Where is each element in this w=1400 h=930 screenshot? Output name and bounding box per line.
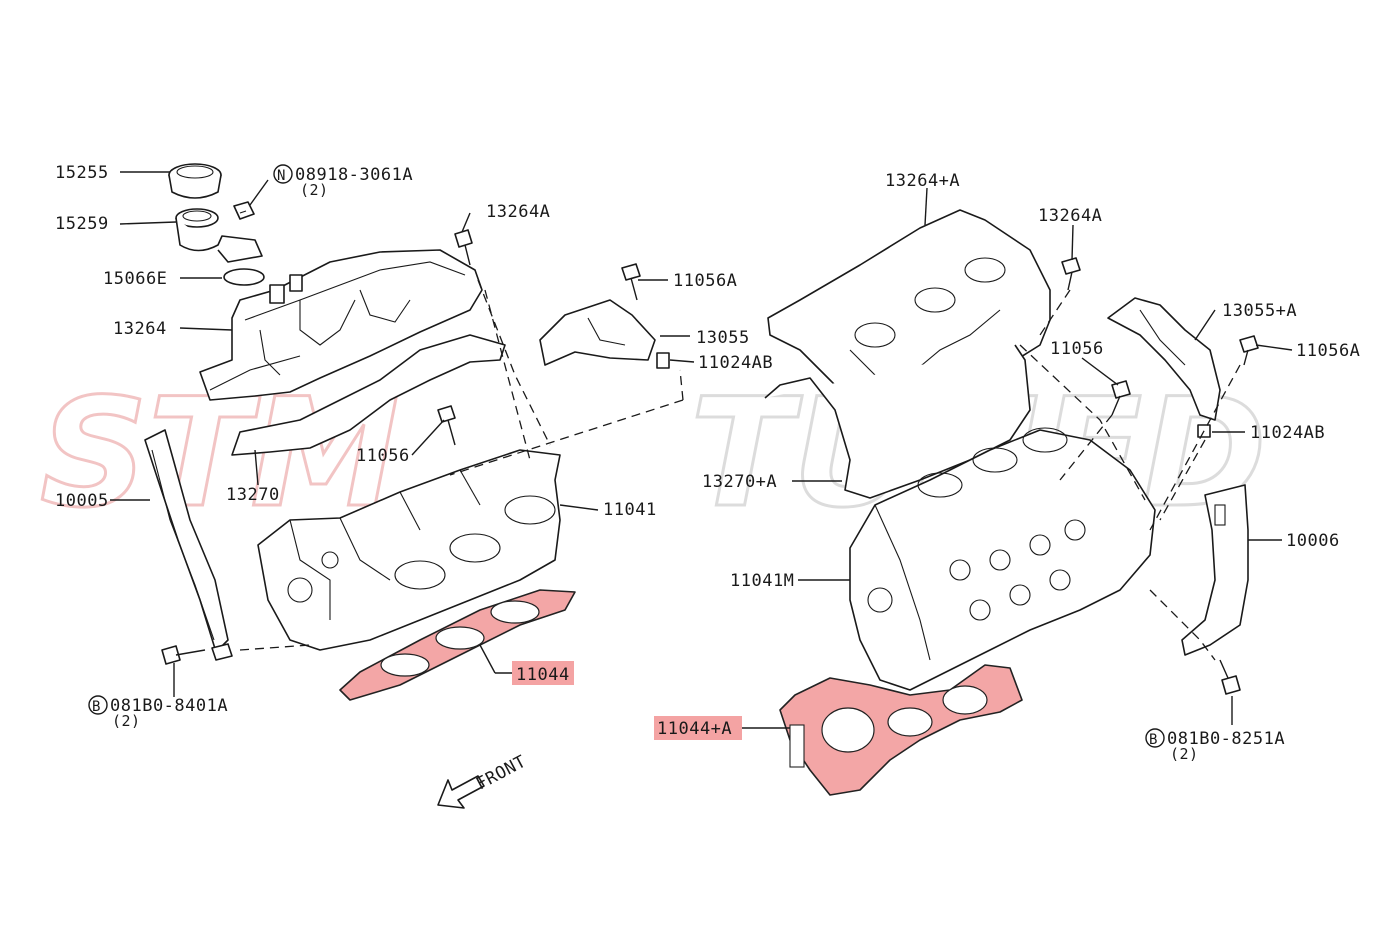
dashed-guides-right xyxy=(1019,289,1241,661)
label-08918: 08918-3061A xyxy=(295,165,413,185)
label-13264pA: 13264+A xyxy=(885,171,960,191)
timing-guide-left[interactable] xyxy=(144,429,229,653)
label-11024AB-left: 11024AB xyxy=(698,353,773,373)
timing-guide-right[interactable] xyxy=(1181,484,1249,656)
label-13055: 13055 xyxy=(696,328,750,348)
bolt-081B0-8401A[interactable] xyxy=(161,643,233,665)
leader-lines-right xyxy=(742,187,1293,729)
oil-filler-neck[interactable] xyxy=(175,208,263,263)
label-11044pA: 11044+A xyxy=(657,719,732,739)
label-11056-left: 11056 xyxy=(356,446,410,466)
label-08918-prefix: N xyxy=(277,168,286,184)
label-13055pA: 13055+A xyxy=(1222,301,1297,321)
rocker-cover-left[interactable] xyxy=(199,249,483,401)
heat-shield-left[interactable] xyxy=(539,299,656,366)
rocker-gasket-right[interactable] xyxy=(764,344,1031,499)
bolt-11056A-right[interactable] xyxy=(1239,335,1259,366)
nut-08918[interactable] xyxy=(233,201,255,220)
label-11024AB-right: 11024AB xyxy=(1250,423,1325,443)
bolt-13264A-left[interactable] xyxy=(454,229,473,266)
front-arrow: FRONT xyxy=(437,752,530,809)
label-08918-qty: (2) xyxy=(300,181,329,199)
leader-lines-left xyxy=(110,171,695,697)
n-circle-icon xyxy=(273,164,293,184)
label-10006: 10006 xyxy=(1286,531,1340,551)
b-circle-icon-left xyxy=(88,695,108,715)
label-081B0-8401A-prefix: B xyxy=(92,699,101,715)
label-081B0-8401A: 081B0-8401A xyxy=(110,696,228,716)
oil-filler-cap[interactable] xyxy=(168,163,222,199)
cylinder-head-right[interactable] xyxy=(849,427,1156,691)
label-15255: 15255 xyxy=(55,163,109,183)
label-081B0-8251A-prefix: B xyxy=(1149,732,1158,748)
label-13264A-left: 13264A xyxy=(486,202,550,222)
collar-11024AB-left[interactable] xyxy=(656,352,670,369)
front-label: FRONT xyxy=(473,752,530,795)
label-11056A-left: 11056A xyxy=(673,271,737,291)
dashed-guides-left xyxy=(239,279,684,651)
label-15259: 15259 xyxy=(55,214,109,234)
head-gasket-left[interactable] xyxy=(339,589,576,701)
label-15066E: 15066E xyxy=(103,269,167,289)
label-13270pA: 13270+A xyxy=(702,472,777,492)
bolt-11056-left[interactable] xyxy=(437,405,456,446)
o-ring[interactable] xyxy=(223,268,265,286)
label-13264: 13264 xyxy=(113,319,167,339)
highlight-11044 xyxy=(512,661,574,685)
rocker-gasket-left[interactable] xyxy=(231,334,506,456)
label-13264A-right: 13264A xyxy=(1038,206,1102,226)
bolt-11056A-left[interactable] xyxy=(621,263,641,301)
label-11056-right: 11056 xyxy=(1050,339,1104,359)
bolt-11056-right[interactable] xyxy=(1111,380,1131,416)
bolt-081B0-8251A[interactable] xyxy=(1219,659,1241,695)
b-circle-icon-right xyxy=(1145,728,1165,748)
label-081B0-8251A-qty: (2) xyxy=(1170,745,1199,763)
label-11056A-right: 11056A xyxy=(1296,341,1360,361)
label-11041: 11041 xyxy=(603,500,657,520)
head-gasket-right[interactable] xyxy=(779,664,1023,796)
label-11041M: 11041M xyxy=(730,571,794,591)
label-081B0-8251A: 081B0-8251A xyxy=(1167,729,1285,749)
label-13270: 13270 xyxy=(226,485,280,505)
cylinder-head-left[interactable] xyxy=(257,449,561,651)
label-081B0-8401A-qty: (2) xyxy=(112,712,141,730)
label-10005: 10005 xyxy=(55,491,109,511)
label-11044: 11044 xyxy=(516,665,570,685)
highlight-11044pA xyxy=(654,716,742,740)
bolt-13264A-right[interactable] xyxy=(1061,257,1081,291)
